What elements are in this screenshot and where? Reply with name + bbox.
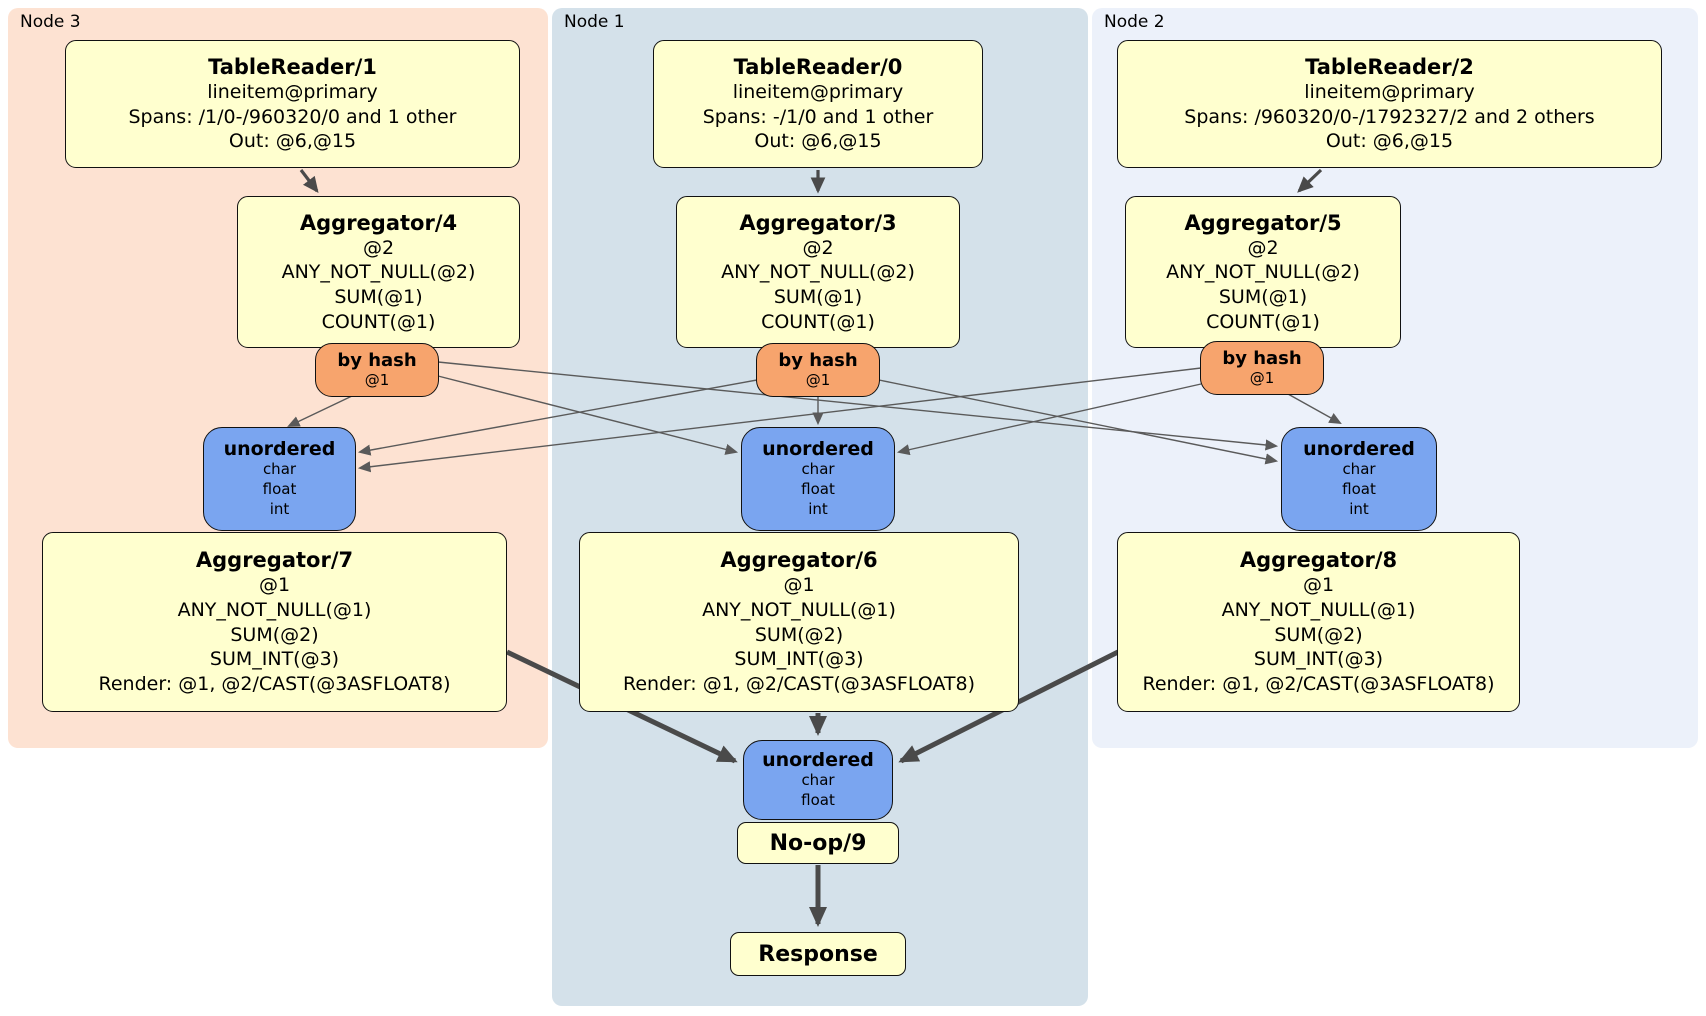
router-by-hash-node1: by hash @1 — [756, 343, 880, 397]
aggregator-func: ANY_NOT_NULL(@2) — [1166, 261, 1360, 284]
processor-aggregator-7: Aggregator/7 @1 ANY_NOT_NULL(@1) SUM(@2)… — [42, 532, 507, 712]
sync-type: char — [801, 460, 835, 479]
aggregator-func: SUM(@2) — [230, 623, 319, 646]
sync-type: float — [1342, 480, 1376, 499]
processor-title: Aggregator/3 — [739, 210, 897, 235]
aggregator-func: SUM_INT(@3) — [1253, 648, 1384, 671]
aggregator-grouping: @2 — [802, 236, 834, 259]
sync-type: char — [1342, 460, 1376, 479]
aggregator-func: SUM_INT(@3) — [209, 648, 340, 671]
router-by-hash-node2: by hash @1 — [1200, 341, 1324, 395]
aggregator-func: ANY_NOT_NULL(@2) — [721, 261, 915, 284]
aggregator-func: COUNT(@1) — [761, 310, 875, 333]
sync-label: unordered — [1303, 437, 1415, 460]
aggregator-render: Render: @1, @2/CAST(@3ASFLOAT8) — [623, 673, 975, 696]
aggregator-func: SUM_INT(@3) — [734, 648, 864, 671]
aggregator-func: SUM(@1) — [773, 286, 863, 309]
processor-title: Response — [758, 941, 878, 967]
sync-unordered-node2: unordered char float int — [1281, 427, 1437, 531]
processor-aggregator-8: Aggregator/8 @1 ANY_NOT_NULL(@1) SUM(@2)… — [1117, 532, 1520, 712]
router-label: by hash — [337, 349, 417, 371]
aggregator-render: Render: @1, @2/CAST(@3ASFLOAT8) — [98, 673, 451, 696]
region-node2-label: Node 2 — [1104, 12, 1165, 32]
router-key: @1 — [364, 371, 390, 390]
router-label: by hash — [1222, 347, 1302, 369]
sync-label: unordered — [762, 437, 874, 460]
aggregator-func: COUNT(@1) — [1206, 310, 1320, 333]
tablereader-out: Out: @6,@15 — [754, 130, 882, 153]
aggregator-grouping: @2 — [1247, 236, 1279, 259]
processor-title: TableReader/2 — [1305, 54, 1474, 79]
sync-type: int — [808, 500, 828, 519]
sync-type: float — [801, 480, 835, 499]
sync-type: char — [262, 460, 297, 479]
processor-noop-9: No-op/9 — [737, 822, 899, 864]
aggregator-grouping: @1 — [783, 574, 815, 597]
router-by-hash-node3: by hash @1 — [315, 343, 439, 397]
aggregator-func: ANY_NOT_NULL(@2) — [281, 261, 476, 284]
aggregator-grouping: @2 — [362, 236, 395, 259]
aggregator-render: Render: @1, @2/CAST(@3ASFLOAT8) — [1142, 673, 1495, 696]
processor-title: TableReader/0 — [733, 54, 903, 79]
sync-unordered-node3: unordered char float int — [203, 427, 356, 531]
aggregator-func: ANY_NOT_NULL(@1) — [702, 599, 896, 622]
processor-title: Aggregator/5 — [1184, 210, 1342, 235]
sync-label: unordered — [762, 748, 874, 771]
processor-aggregator-4: Aggregator/4 @2 ANY_NOT_NULL(@2) SUM(@1)… — [237, 196, 520, 348]
processor-tablereader-2: TableReader/2 lineitem@primary Spans: /9… — [1117, 40, 1662, 168]
tablereader-spans: Spans: -/1/0 and 1 other — [702, 105, 934, 128]
processor-response: Response — [730, 932, 906, 976]
aggregator-func: SUM(@1) — [334, 286, 423, 309]
sync-unordered-node1: unordered char float int — [741, 427, 895, 531]
tablereader-spans: Spans: /1/0-/960320/0 and 1 other — [128, 105, 457, 128]
aggregator-grouping: @1 — [258, 574, 291, 597]
router-label: by hash — [778, 349, 858, 371]
processor-title: Aggregator/6 — [720, 548, 878, 573]
tablereader-index: lineitem@primary — [732, 81, 904, 104]
sync-type: int — [1349, 500, 1369, 519]
aggregator-func: SUM(@2) — [1274, 623, 1363, 646]
processor-title: Aggregator/8 — [1239, 548, 1398, 573]
processor-title: Aggregator/4 — [299, 210, 458, 235]
sync-unordered-final: unordered char float — [743, 740, 893, 820]
processor-title: Aggregator/7 — [195, 548, 354, 573]
aggregator-func: ANY_NOT_NULL(@1) — [1221, 599, 1416, 622]
aggregator-func: ANY_NOT_NULL(@1) — [177, 599, 372, 622]
processor-tablereader-1: TableReader/1 lineitem@primary Spans: /1… — [65, 40, 520, 168]
region-node1-label: Node 1 — [564, 12, 625, 32]
sync-type: float — [801, 791, 835, 810]
tablereader-index: lineitem@primary — [207, 81, 378, 104]
aggregator-func: SUM(@2) — [754, 623, 844, 646]
tablereader-spans: Spans: /960320/0-/1792327/2 and 2 others — [1184, 105, 1595, 128]
tablereader-out: Out: @6,@15 — [1325, 130, 1454, 153]
sync-type: float — [262, 480, 297, 499]
tablereader-index: lineitem@primary — [1304, 81, 1475, 104]
region-node3-label: Node 3 — [20, 12, 81, 32]
sync-type: char — [801, 771, 835, 790]
router-key: @1 — [805, 371, 831, 390]
aggregator-func: COUNT(@1) — [321, 310, 436, 333]
tablereader-out: Out: @6,@15 — [228, 130, 357, 153]
processor-title: TableReader/1 — [208, 54, 377, 79]
processor-aggregator-5: Aggregator/5 @2 ANY_NOT_NULL(@2) SUM(@1)… — [1125, 196, 1401, 348]
sync-label: unordered — [223, 437, 336, 460]
aggregator-grouping: @1 — [1302, 574, 1335, 597]
aggregator-func: SUM(@1) — [1218, 286, 1308, 309]
processor-aggregator-6: Aggregator/6 @1 ANY_NOT_NULL(@1) SUM(@2)… — [579, 532, 1019, 712]
sync-type: int — [269, 500, 290, 519]
processor-title: No-op/9 — [769, 830, 867, 856]
processor-aggregator-3: Aggregator/3 @2 ANY_NOT_NULL(@2) SUM(@1)… — [676, 196, 960, 348]
router-key: @1 — [1249, 369, 1275, 388]
processor-tablereader-0: TableReader/0 lineitem@primary Spans: -/… — [653, 40, 983, 168]
